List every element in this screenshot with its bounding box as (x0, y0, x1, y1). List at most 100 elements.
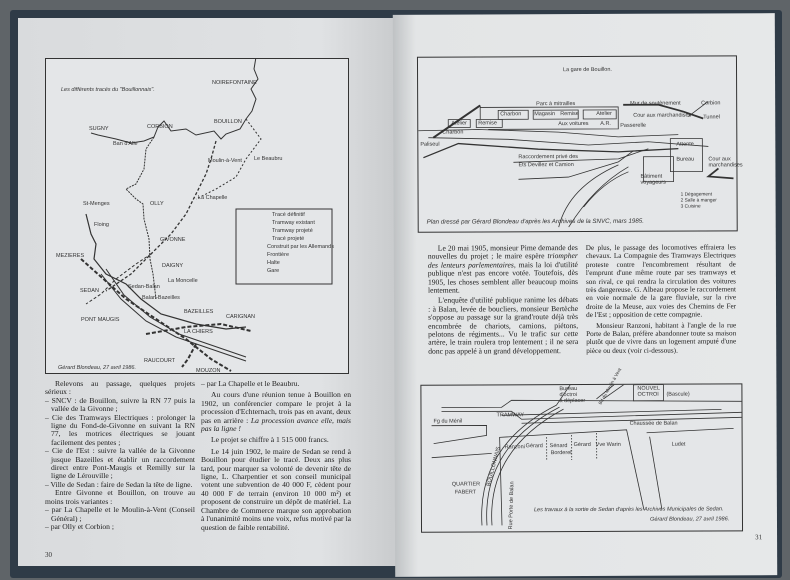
place-label: Le Beaubru (254, 156, 283, 162)
place-label: CARIGNAN (226, 314, 256, 320)
paragraph: Relevons au passage, quelques projets sé… (45, 379, 195, 397)
plan-caption: Les travaux à la sortie de Sedan d'après… (533, 506, 724, 514)
paragraph: Monsieur Ranzoni, habitant à l'angle de … (586, 320, 737, 355)
plan-label: Raccordement privé des (518, 154, 579, 161)
street-label: Vve Warin (595, 441, 621, 448)
place-label: St-Menges (83, 201, 110, 207)
place-label: GIVONNE (160, 237, 186, 243)
page-number: 31 (755, 533, 763, 542)
right-column-1: Le 20 mai 1905, monsieur Pime demande de… (428, 243, 579, 356)
street-label: TRAMWAY (496, 412, 525, 419)
place-label: RAUCOURT (144, 358, 176, 364)
list-item: – par La Chapelle et le Beaubru. (201, 379, 300, 388)
street-label: QUARTIER (451, 481, 481, 488)
page-number: 30 (45, 551, 52, 559)
plan-credit: Gérard Blondeau, 27 avril 1986. (649, 516, 730, 523)
place-label: NOIREFONTAINE (212, 80, 257, 86)
plan-label: Mur de soutènement (630, 100, 681, 107)
route-map-drawing (80, 59, 333, 372)
street-label: Fg du Ménil (433, 418, 463, 425)
paragraph: De plus, le passage des locomotives effr… (585, 243, 737, 320)
place-label: SEDAN (80, 288, 99, 294)
place-label: La Chapelle (198, 195, 228, 201)
place-label: CORBION (147, 124, 173, 130)
plan-label: Charbon (442, 129, 464, 136)
plan-label: Magasin (534, 111, 556, 118)
map-credit: Gérard Blondeau, 27 avril 1986. (58, 365, 136, 371)
legend-item: Tramway projeté (272, 228, 313, 234)
plan-label: Tunnel (703, 114, 720, 121)
paragraph: Le projet se chiffre à 1 515 000 francs. (211, 435, 329, 445)
legend-item: Tracé projeté (272, 236, 305, 242)
paragraph: Entre Givonne et Bouillon, on trouve au … (45, 488, 195, 506)
place-label: MOUZON (196, 368, 221, 374)
text: Au cours d'une réunion tenue à Bouillon … (201, 390, 351, 425)
street-label: OCTROI (637, 391, 659, 398)
paragraph: Au cours d'une réunion tenue à Bouillon … (201, 391, 351, 433)
place-label: MEZIERES (56, 253, 85, 259)
place-label: Sedan-Balan (128, 284, 160, 290)
plan-caption: Plan dressé par Gérard Blondeau d'après … (426, 217, 644, 226)
station-plan: La gare de Bouillon. Parc à mitrailles C… (416, 55, 743, 233)
place-label: Ban d'Alle (113, 141, 138, 147)
legend-item: Frontière (267, 252, 290, 258)
place-label: BOUILLON (214, 119, 242, 125)
place-label: Moulin-à-Vent (208, 158, 242, 164)
list-item: – SNCV : de Bouillon, suivre la RN 77 pu… (45, 395, 195, 414)
street-label: Ludet (671, 441, 686, 448)
place-label: SUGNY (89, 126, 109, 132)
list-item: – Ville de Sedan : faire de Sedan la têt… (45, 479, 193, 489)
plan-label: Atelier (451, 120, 467, 127)
paragraph: Le 14 juin 1902, le maire de Sedan se re… (201, 446, 351, 532)
right-column-2: De plus, le passage des locomotives effr… (586, 243, 736, 355)
place-label: BAZEILLES (184, 309, 214, 315)
place-label: OLLY (150, 201, 164, 207)
plan-label: Bâtiment voyageurs (640, 173, 666, 186)
legend-item: Tracé définitif (272, 212, 305, 218)
left-page: Les différents tracés du "Bouillonnais".… (18, 18, 396, 566)
street-label: Chaussée de Balan (629, 420, 678, 427)
legend-item: Tramway existant (272, 220, 315, 226)
plan-label: Remise (560, 111, 579, 118)
plan-label: Corbion (701, 100, 721, 107)
paragraph: Le 20 mai 1905, monsieur Pime demande de… (428, 243, 578, 295)
list-item: – Cie des Tramways Electriques : prolong… (45, 412, 195, 447)
plan-label: Paliseul (420, 141, 440, 148)
place-label: Balan-Bazeilles (142, 295, 180, 301)
plan-label: Attente (676, 141, 694, 148)
plan-label: Remise (478, 120, 497, 127)
place-label: PONT MAUGIS (81, 317, 120, 323)
plan-label: Cour aux marchandises (708, 156, 743, 169)
paragraph: L'enquête d'utilité publique ranime les … (428, 295, 579, 356)
place-label: DAIGNY (162, 263, 184, 269)
plan-label: Cour aux marchandises (633, 112, 692, 119)
right-page: La gare de Bouillon. Parc à mitrailles C… (392, 13, 778, 577)
street-label: à déplacer (559, 398, 586, 405)
plan-label: Charbon (500, 111, 522, 118)
street-label: Gérard (525, 443, 543, 450)
list-item: – Cie de l'Est : suivre la vallée de la … (45, 446, 195, 481)
plan-title: La gare de Bouillon. (563, 66, 612, 74)
list-item: – par La Chapelle et le Moulin-à-Vent (C… (45, 505, 195, 523)
legend-item: Halte (267, 260, 280, 266)
place-label: Floing (94, 222, 109, 228)
street-label: Ranzoni (504, 444, 525, 451)
plan-label: Bureau (676, 156, 695, 163)
list-item: – par Olly et Corbion ; (45, 521, 114, 531)
left-column-2: – par La Chapelle et le Beaubru. Au cour… (201, 379, 351, 532)
street-label: (Bascule) (666, 391, 690, 398)
map-title: Les différents tracés du "Bouillonnais". (61, 87, 155, 93)
legend-item: Gare (267, 268, 280, 274)
street-label: Gérard (573, 441, 591, 449)
place-label: La Moncelle (168, 278, 198, 284)
plan-label: Aux voitures (558, 120, 589, 128)
plan-label: Ets Devillez et Camion (518, 162, 574, 169)
station-plan-drawing (418, 101, 734, 228)
plan-label: A.R. (600, 120, 611, 127)
plan-label: Atelier (596, 110, 612, 117)
route-map: Les différents tracés du "Bouillonnais".… (45, 58, 349, 374)
street-label: Sénard (549, 443, 568, 450)
street-label: FABERT (454, 489, 477, 496)
left-column-1: Relevons au passage, quelques projets sé… (45, 379, 195, 531)
quote: La procession avance elle, mais pas la l… (201, 415, 351, 434)
